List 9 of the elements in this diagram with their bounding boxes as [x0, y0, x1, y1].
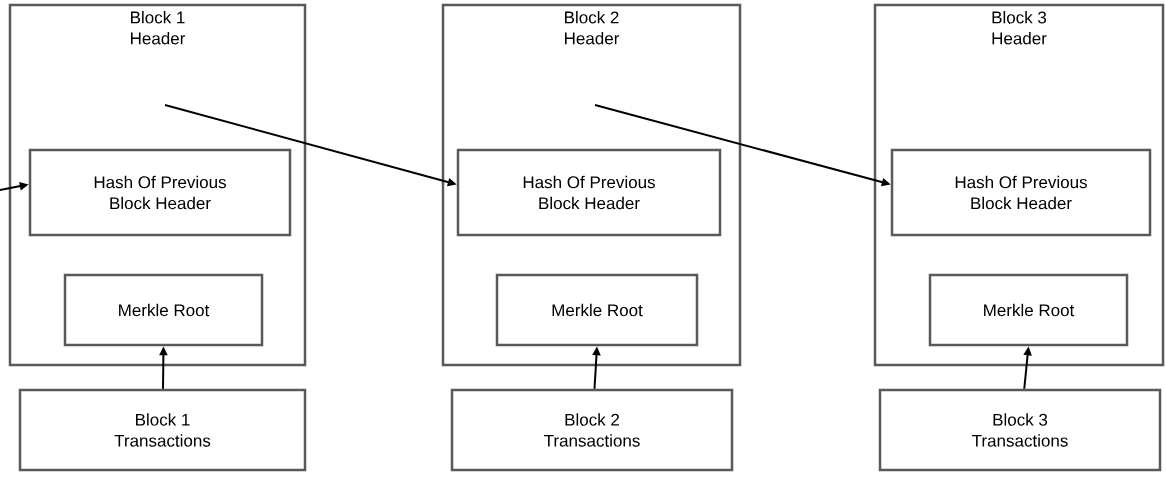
hash-box: Hash Of Previous Block Header [456, 148, 722, 237]
merkle-root-box: Merkle Root [63, 273, 264, 347]
transactions-box: Block 3 Transactions [878, 388, 1162, 472]
hash-box: Hash Of Previous Block Header [890, 148, 1152, 237]
transactions-box: Block 2 Transactions [450, 388, 734, 472]
transactions-box: Block 1 Transactions [18, 388, 307, 472]
merkle-root-box: Merkle Root [928, 273, 1129, 347]
hash-box: Hash Of Previous Block Header [28, 148, 292, 237]
merkle-root-box: Merkle Root [495, 273, 699, 347]
